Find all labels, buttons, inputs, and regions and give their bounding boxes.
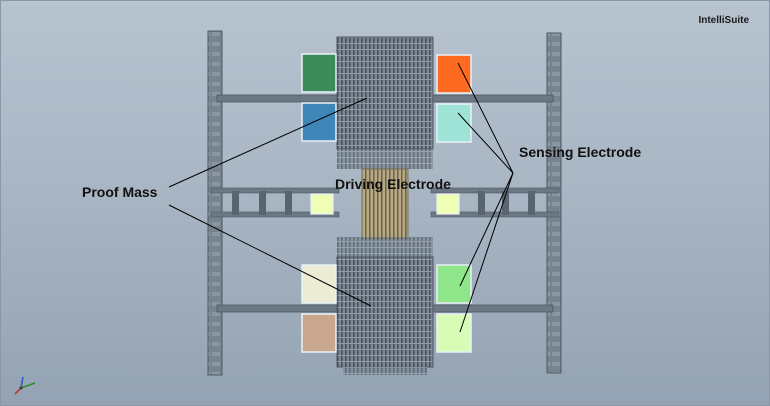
electrode-pad-green: [301, 53, 337, 93]
right-ladder: [430, 187, 560, 218]
electrode-pad-light-green: [436, 264, 472, 304]
driving-electrode-label: Driving Electrode: [335, 176, 451, 192]
electrode-pad-tan: [301, 313, 337, 353]
left-ladder: [210, 187, 340, 218]
electrode-pad-pale-green: [436, 313, 472, 353]
driving-electrode: [361, 168, 409, 240]
sensing-electrode-label: Sensing Electrode: [519, 144, 642, 160]
upper-comb-fringe: [337, 149, 433, 169]
upper-proof-mass: [336, 36, 434, 150]
lower-bottom-fringe: [343, 365, 427, 375]
sensing-electrode-leaders: [457, 62, 514, 333]
electrode-pad-blue: [301, 102, 337, 142]
proof-mass-leaders: [168, 97, 372, 307]
electrode-pad-teal: [436, 103, 472, 143]
lower-proof-mass: [336, 256, 434, 368]
xyz-axis-triad-icon: [14, 376, 36, 395]
right-frame-pillar: [546, 32, 562, 374]
electrode-pad-orange: [436, 54, 472, 94]
lower-comb-fringe: [337, 237, 433, 257]
left-frame-pillar: [207, 30, 223, 376]
electrode-pad-cream: [301, 264, 337, 304]
electrode-pad-left-middle: [310, 193, 334, 215]
electrode-pad-right-middle: [436, 193, 460, 215]
app-title: IntelliSuite: [698, 15, 749, 26]
proof-mass-label: Proof Mass: [82, 184, 158, 200]
